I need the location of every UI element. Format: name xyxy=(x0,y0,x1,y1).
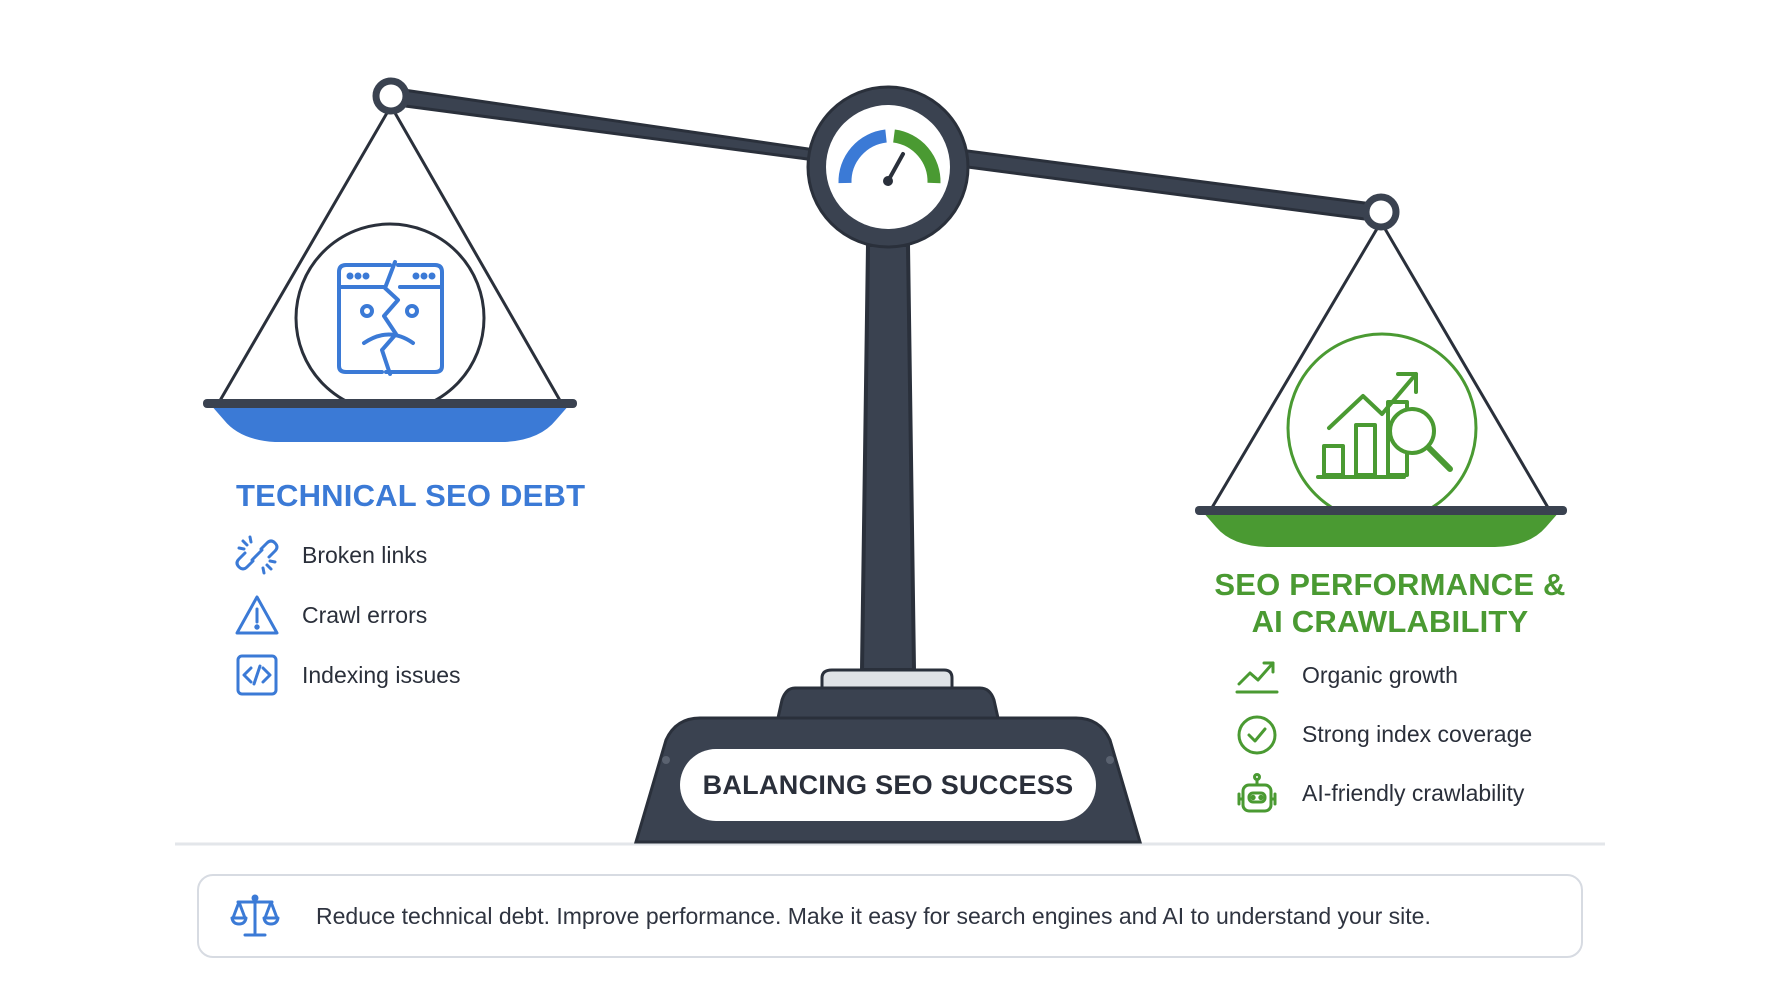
right-pan-bowl xyxy=(1202,511,1560,547)
scale-base-top-step xyxy=(820,668,954,690)
left-title: TECHNICAL SEO DEBT xyxy=(236,478,586,513)
trend-up-icon xyxy=(1234,653,1280,699)
list-item: Crawl errors xyxy=(234,585,461,645)
robot-icon xyxy=(1234,771,1280,817)
left-pan-rim xyxy=(203,399,577,408)
list-item: Broken links xyxy=(234,525,461,585)
right-pan-icon-circle xyxy=(1286,332,1478,524)
warning-triangle-icon xyxy=(234,592,280,638)
list-item: Indexing issues xyxy=(234,645,461,705)
left-hook-ring xyxy=(372,77,410,115)
right-title-line-2: AI CRAWLABILITY xyxy=(1251,604,1529,639)
left-pan-icon-circle xyxy=(294,222,486,414)
right-pan-rim xyxy=(1195,506,1567,515)
balance-scale-icon xyxy=(229,890,281,942)
check-circle-icon xyxy=(1234,712,1280,758)
list-item-label: Crawl errors xyxy=(302,601,428,628)
list-item: Organic growth xyxy=(1234,646,1532,705)
code-icon xyxy=(234,652,280,698)
growth-chart-magnifier-icon xyxy=(1316,372,1453,479)
left-pan-string-left xyxy=(216,105,393,405)
scale-pillar xyxy=(860,243,916,672)
right-pan-string-left xyxy=(1208,221,1383,512)
list-item-label: Broken links xyxy=(302,541,428,568)
base-bolt-left xyxy=(662,756,670,764)
speedometer-icon xyxy=(838,129,941,186)
caption-box: Reduce technical debt. Improve performan… xyxy=(197,874,1583,958)
scale-base-middle-step xyxy=(776,686,1000,720)
list-item: AI-friendly crawlability xyxy=(1234,764,1532,823)
list-item: Strong index coverage xyxy=(1234,705,1532,764)
broken-browser-window-icon xyxy=(337,260,444,376)
caption-text: Reduce technical debt. Improve performan… xyxy=(316,902,1431,929)
list-item-label: Indexing issues xyxy=(302,661,461,688)
right-hook-ring xyxy=(1362,193,1400,231)
broken-link-icon xyxy=(234,532,280,578)
right-pan-string-right xyxy=(1379,221,1552,512)
left-pan-bowl xyxy=(210,404,570,442)
right-title-line-1: SEO PERFORMANCE & xyxy=(1214,567,1566,602)
right-benefits-list: Organic growth Strong index coverage xyxy=(1234,646,1532,823)
base-label: BALANCING SEO SUCCESS xyxy=(680,749,1096,821)
left-pan-string-right xyxy=(389,105,564,405)
gauge-face xyxy=(826,105,950,229)
left-issues-list: Broken links Crawl errors Indexing issue… xyxy=(234,525,461,705)
list-item-label: Organic growth xyxy=(1302,662,1458,688)
base-bolt-right xyxy=(1106,756,1114,764)
list-item-label: Strong index coverage xyxy=(1302,721,1533,747)
right-title: SEO PERFORMANCE & AI CRAWLABILITY xyxy=(1180,566,1600,640)
list-item-label: AI-friendly crawlability xyxy=(1302,780,1525,806)
